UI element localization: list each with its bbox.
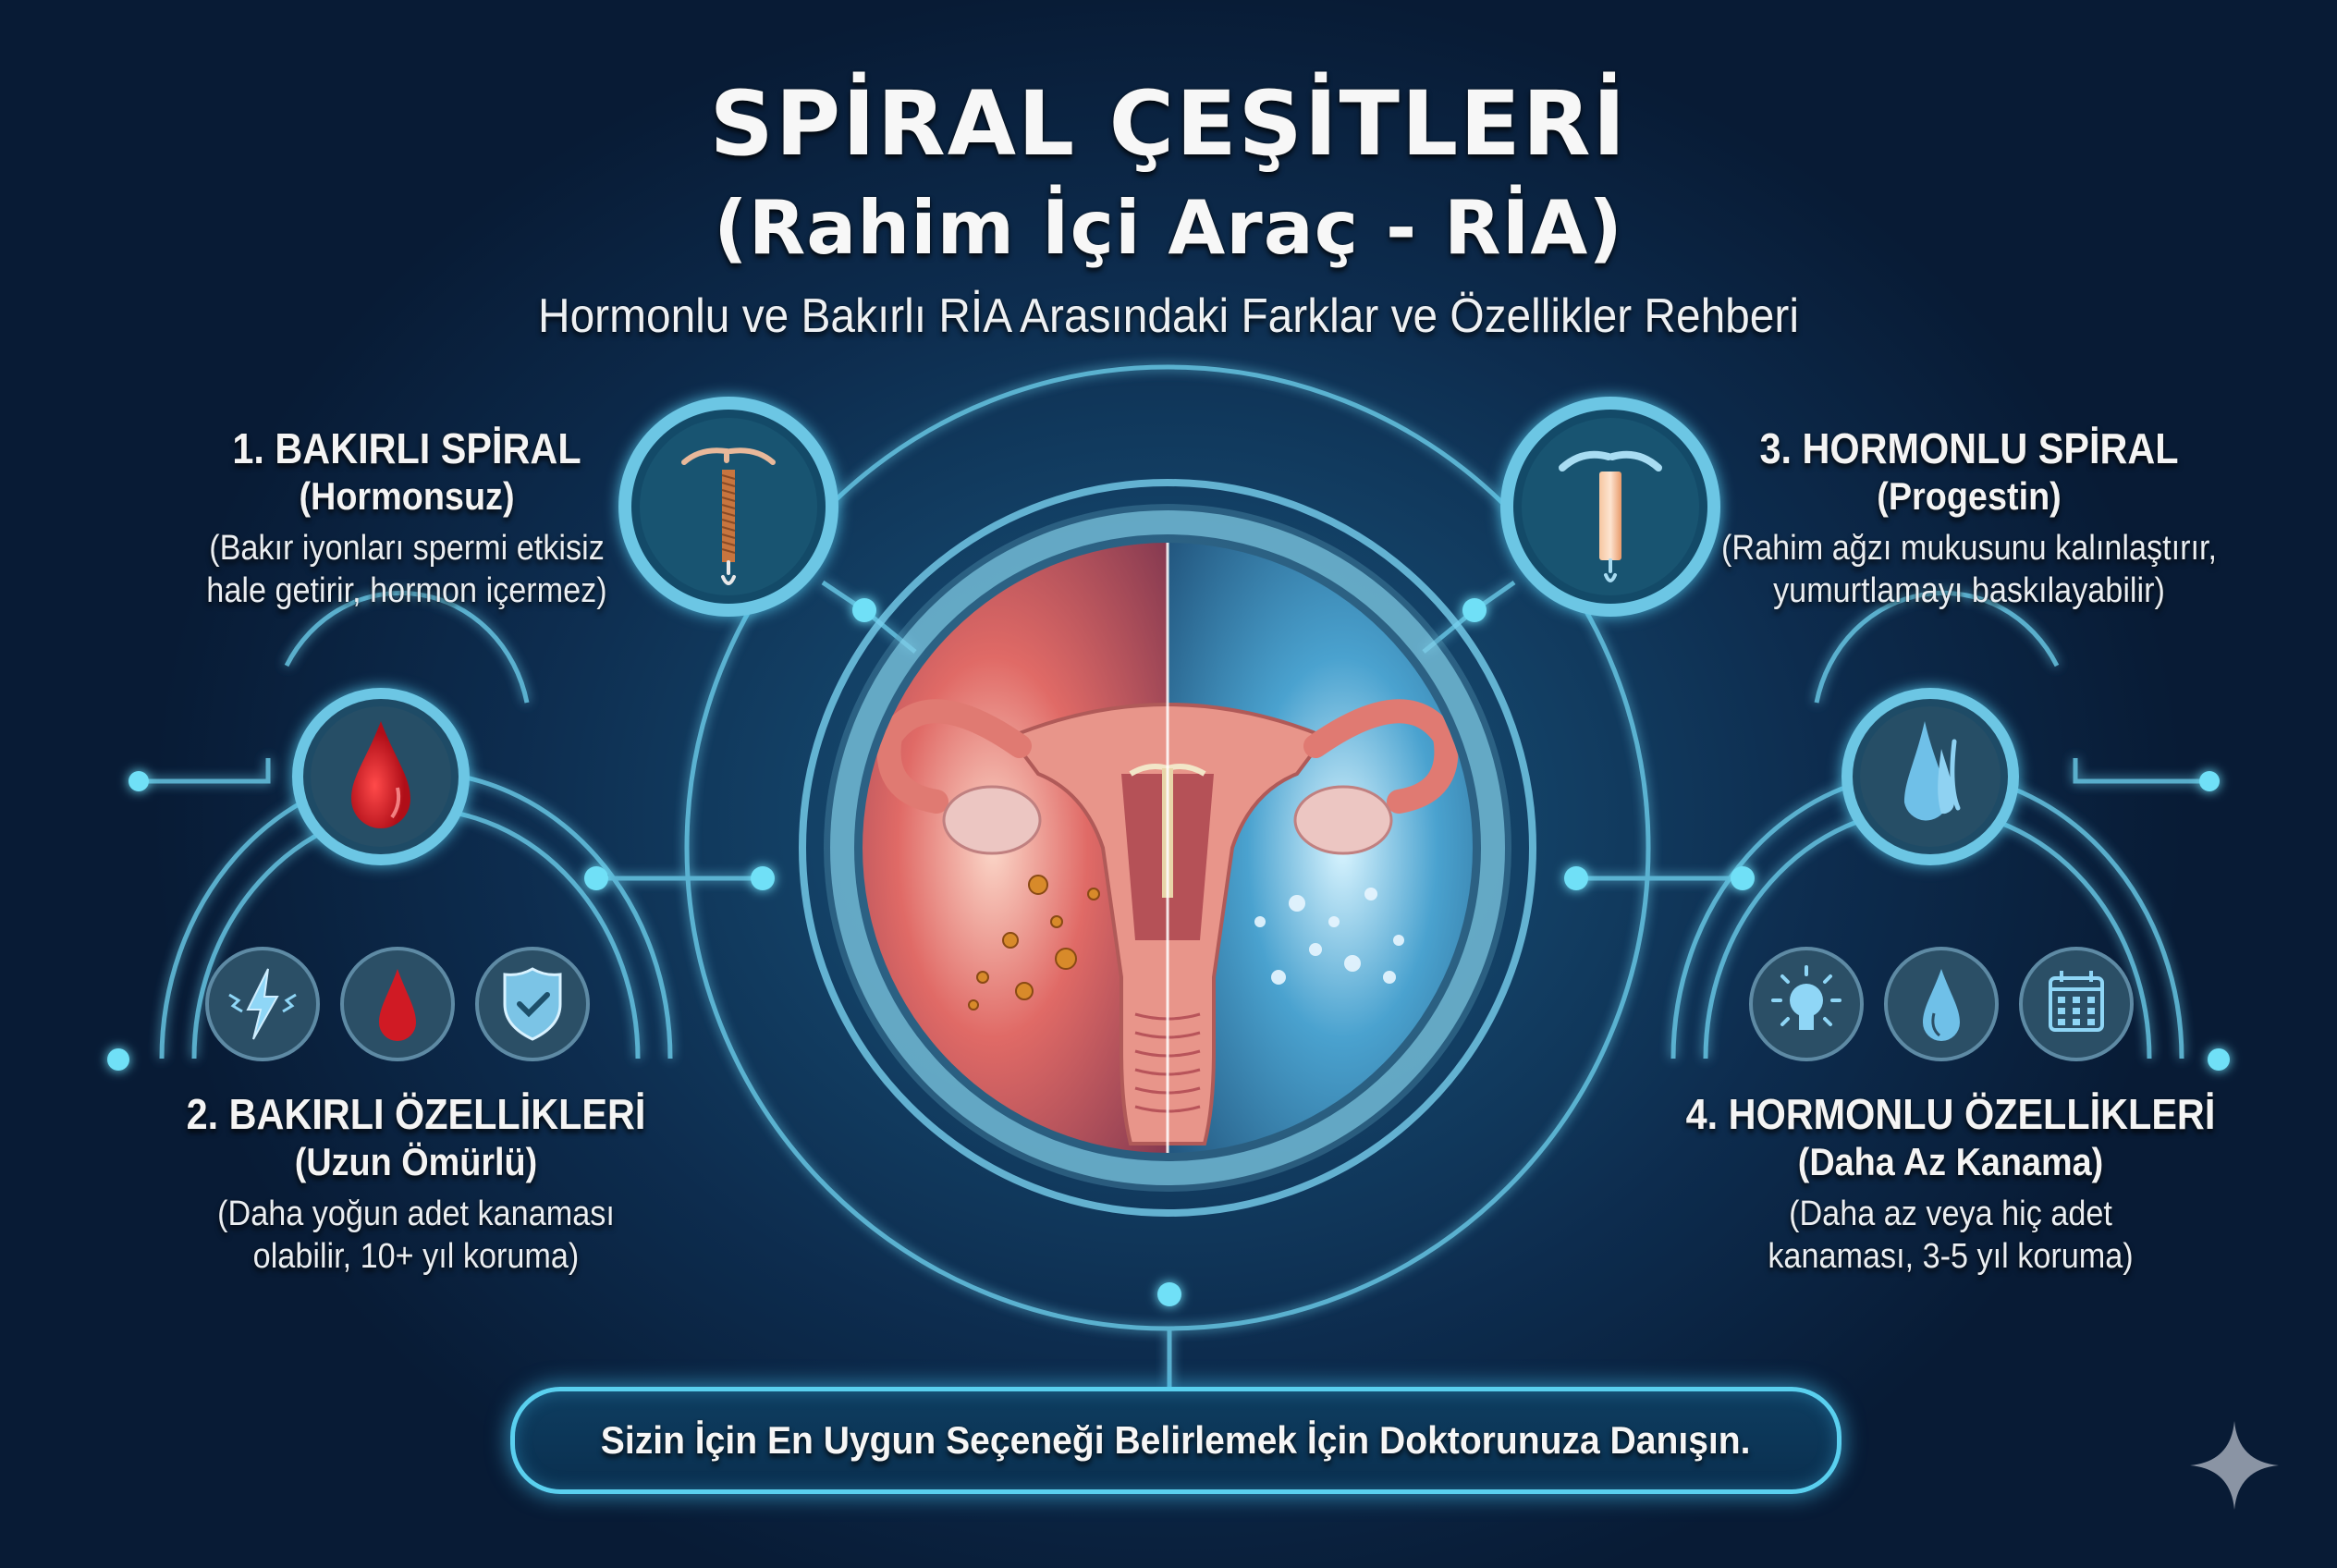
section-copper-iud: 1. BAKIRLI SPİRAL (Hormonsuz) (Bakır iyo… xyxy=(120,423,693,612)
section-hormonal-iud: 3. HORMONLU SPİRAL (Progestin) (Rahim ağ… xyxy=(1664,423,2274,612)
description-line: kanaması, 3-5 yıl koruma) xyxy=(1768,1237,2134,1276)
blood-drop-small-icon xyxy=(340,947,455,1061)
section-description: (Daha yoğun adet kanaması olabilir, 10+ … xyxy=(133,1193,699,1278)
description-line: hale getirir, hormon içermez) xyxy=(206,571,607,610)
description-line: (Daha az veya hiç adet xyxy=(1789,1194,2112,1233)
section-subheading: (Hormonsuz) xyxy=(299,474,515,518)
lightbulb-icon xyxy=(1749,947,1864,1061)
blood-drop-icon xyxy=(292,688,470,865)
shield-check-icon xyxy=(475,947,590,1061)
section-heading: 2. BAKIRLI ÖZELLİKLERİ xyxy=(186,1090,646,1138)
calendar-icon xyxy=(2019,947,2134,1061)
hormonal-iud-icon xyxy=(1500,397,1720,617)
description-line: olabilir, 10+ yıl koruma) xyxy=(252,1237,580,1276)
page-title-line2: (Rahim İçi Araç - RİA) xyxy=(714,185,1623,271)
description-line: (Daha yoğun adet kanaması xyxy=(217,1194,615,1233)
section-subheading: (Daha Az Kanama) xyxy=(1797,1140,2104,1183)
section-heading: 4. HORMONLU ÖZELLİKLERİ xyxy=(1685,1090,2216,1138)
section-subheading: (Progestin) xyxy=(1877,474,2062,518)
description-line: yumurtlamayı baskılayabilir) xyxy=(1773,571,2165,610)
copper-iud-icon xyxy=(618,397,838,617)
lightning-cramp-icon xyxy=(205,947,320,1061)
section-subheading: (Uzun Ömürlü) xyxy=(294,1140,538,1183)
section-description: (Daha az veya hiç adet kanaması, 3-5 yıl… xyxy=(1659,1193,2242,1278)
description-line: (Bakır iyonları spermi etkisiz xyxy=(209,529,605,568)
section-description: (Bakır iyonları spermi etkisiz hale geti… xyxy=(149,527,665,612)
cta-text: Sizin İçin En Uygun Seçeneği Belirlemek … xyxy=(601,1418,1751,1462)
section-hormonal-features: 4. HORMONLU ÖZELLİKLERİ (Daha Az Kanama)… xyxy=(1627,1089,2274,1278)
water-drops-icon xyxy=(1841,688,2019,865)
sparkle-icon xyxy=(2190,1421,2279,1510)
section-description: (Rahim ağzı mukusunu kalınlaştırır, yumu… xyxy=(1695,527,2244,612)
doctor-consult-banner: Sizin İçin En Uygun Seçeneği Belirlemek … xyxy=(510,1387,1841,1494)
section-copper-features: 2. BAKIRLI ÖZELLİKLERİ (Uzun Ömürlü) (Da… xyxy=(102,1089,730,1278)
page-subtitle: Hormonlu ve Bakırlı RİA Arasındaki Farkl… xyxy=(538,289,1799,343)
section-heading: 3. HORMONLU SPİRAL xyxy=(1759,424,2179,472)
page-title: SPİRAL ÇEŞİTLERİ xyxy=(709,72,1628,176)
uterus-illustration xyxy=(799,479,1536,1217)
water-drop-icon xyxy=(1884,947,1999,1061)
description-line: (Rahim ağzı mukusunu kalınlaştırır, xyxy=(1720,529,2218,568)
section-heading: 1. BAKIRLI SPİRAL xyxy=(232,424,581,472)
